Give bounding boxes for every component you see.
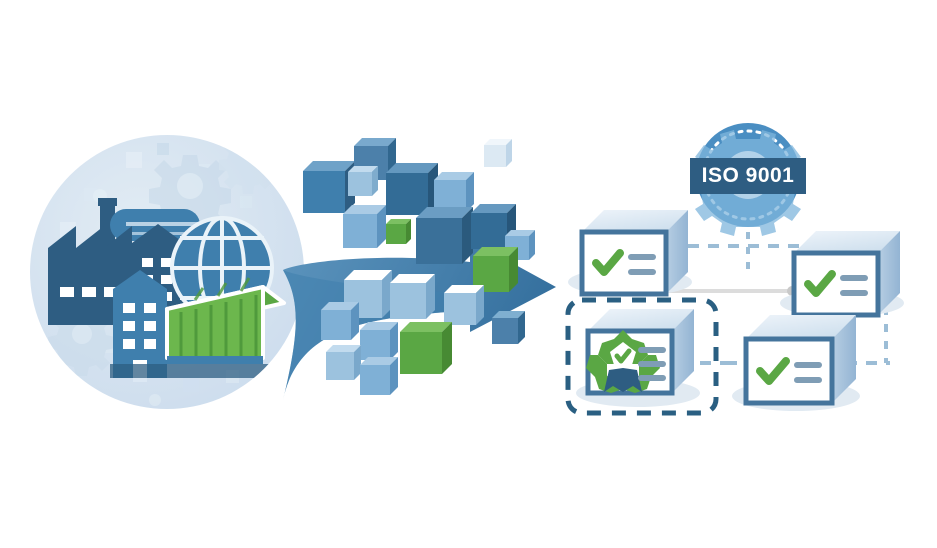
box-side-face (666, 210, 688, 294)
cube (484, 139, 512, 167)
checked-box-bottom-right[interactable] (732, 315, 860, 411)
box-top-face (746, 315, 856, 339)
box-line (794, 377, 822, 383)
shipping-container-icon (165, 277, 286, 364)
cube (360, 322, 398, 360)
cube-green (400, 322, 452, 374)
check-icon (804, 270, 836, 297)
box-line (638, 347, 666, 353)
gear-icon (48, 309, 115, 376)
cube (303, 161, 355, 213)
checked-box-top-right[interactable] (780, 231, 904, 318)
office-building-icon (113, 270, 167, 378)
cube (348, 166, 378, 196)
source-circle-group (30, 135, 304, 409)
cube-green (386, 219, 411, 244)
cube-green (473, 247, 518, 292)
certified-box[interactable] (565, 297, 719, 416)
cube (492, 311, 525, 344)
cube (444, 285, 484, 325)
cube (434, 172, 474, 212)
box-top-face (582, 210, 688, 232)
rosette-icon (586, 330, 660, 393)
box-line (628, 269, 656, 275)
check-icon (592, 249, 624, 276)
cube (326, 345, 361, 380)
gear-icon (219, 137, 277, 194)
checked-box-top-left[interactable] (568, 210, 692, 297)
box-side-face (832, 315, 856, 403)
box-top-face (588, 309, 694, 331)
box-side-face (672, 309, 694, 393)
circle-contents (48, 137, 286, 406)
cube (416, 207, 473, 264)
cube (360, 357, 398, 395)
box-line (840, 290, 868, 296)
cube (390, 274, 435, 319)
box-line (628, 254, 656, 260)
cube-cloud (303, 138, 535, 395)
box-line (638, 361, 666, 367)
cube (321, 302, 359, 340)
box-side-face (878, 231, 900, 315)
box-line (638, 375, 666, 381)
box-front-face (579, 229, 669, 297)
cube (386, 163, 438, 215)
check-icon (756, 357, 790, 385)
box-line (794, 362, 822, 368)
box-line (840, 275, 868, 281)
badge-band (690, 158, 806, 194)
iso-badge[interactable]: ISO 9001 (690, 123, 806, 236)
badge-label: ISO 9001 (702, 164, 795, 187)
cube (343, 205, 386, 248)
highlight-dashed-outline (565, 297, 719, 416)
box-top-face (794, 231, 900, 253)
